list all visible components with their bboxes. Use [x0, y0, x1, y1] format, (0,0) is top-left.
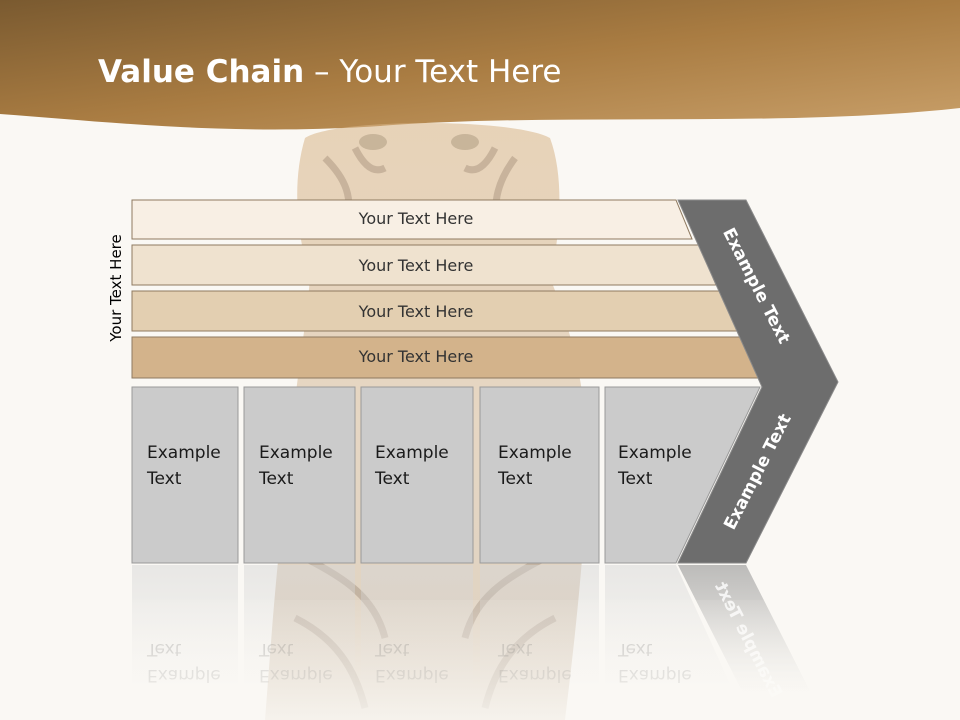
band-3-label: Your Text Here [358, 302, 474, 321]
box-5-shape [604, 386, 761, 564]
box-1-line1: Example [147, 443, 221, 463]
side-label: Your Text Here [107, 234, 125, 342]
box-2-line1: Example [259, 443, 333, 463]
box-3-line2: Text [375, 469, 410, 489]
box-1-line2: Text [147, 469, 182, 489]
box-2-line2: Text [259, 469, 294, 489]
title-rest: – Your Text Here [304, 54, 562, 90]
box-3-shape [360, 386, 474, 564]
box-2-label: Example Text [259, 440, 333, 492]
band-1-label: Your Text Here [358, 209, 474, 228]
chevron-arrow-shape [677, 199, 839, 564]
box-2-shape [243, 386, 356, 564]
band-2-label: Your Text Here [358, 256, 474, 275]
header-band [0, 0, 960, 130]
title-bold: Value Chain [98, 54, 305, 90]
page-title: Value Chain – Your Text Here [98, 54, 561, 90]
box-1-shape [131, 386, 239, 564]
box-1-label: Example Text [147, 440, 221, 492]
box-4-shape [479, 386, 600, 564]
box-4-line2: Text [498, 469, 533, 489]
box-3-line1: Example [375, 443, 449, 463]
band-4-label: Your Text Here [358, 347, 474, 366]
box-5-line1: Example [618, 443, 692, 463]
box-5-line2: Text [618, 469, 653, 489]
box-3-label: Example Text [375, 440, 449, 492]
box-4-line1: Example [498, 443, 572, 463]
box-5-label: Example Text [618, 440, 692, 492]
box-4-label: Example Text [498, 440, 572, 492]
band-1-shape [131, 199, 693, 240]
reflection-fade-overlay [0, 600, 960, 720]
